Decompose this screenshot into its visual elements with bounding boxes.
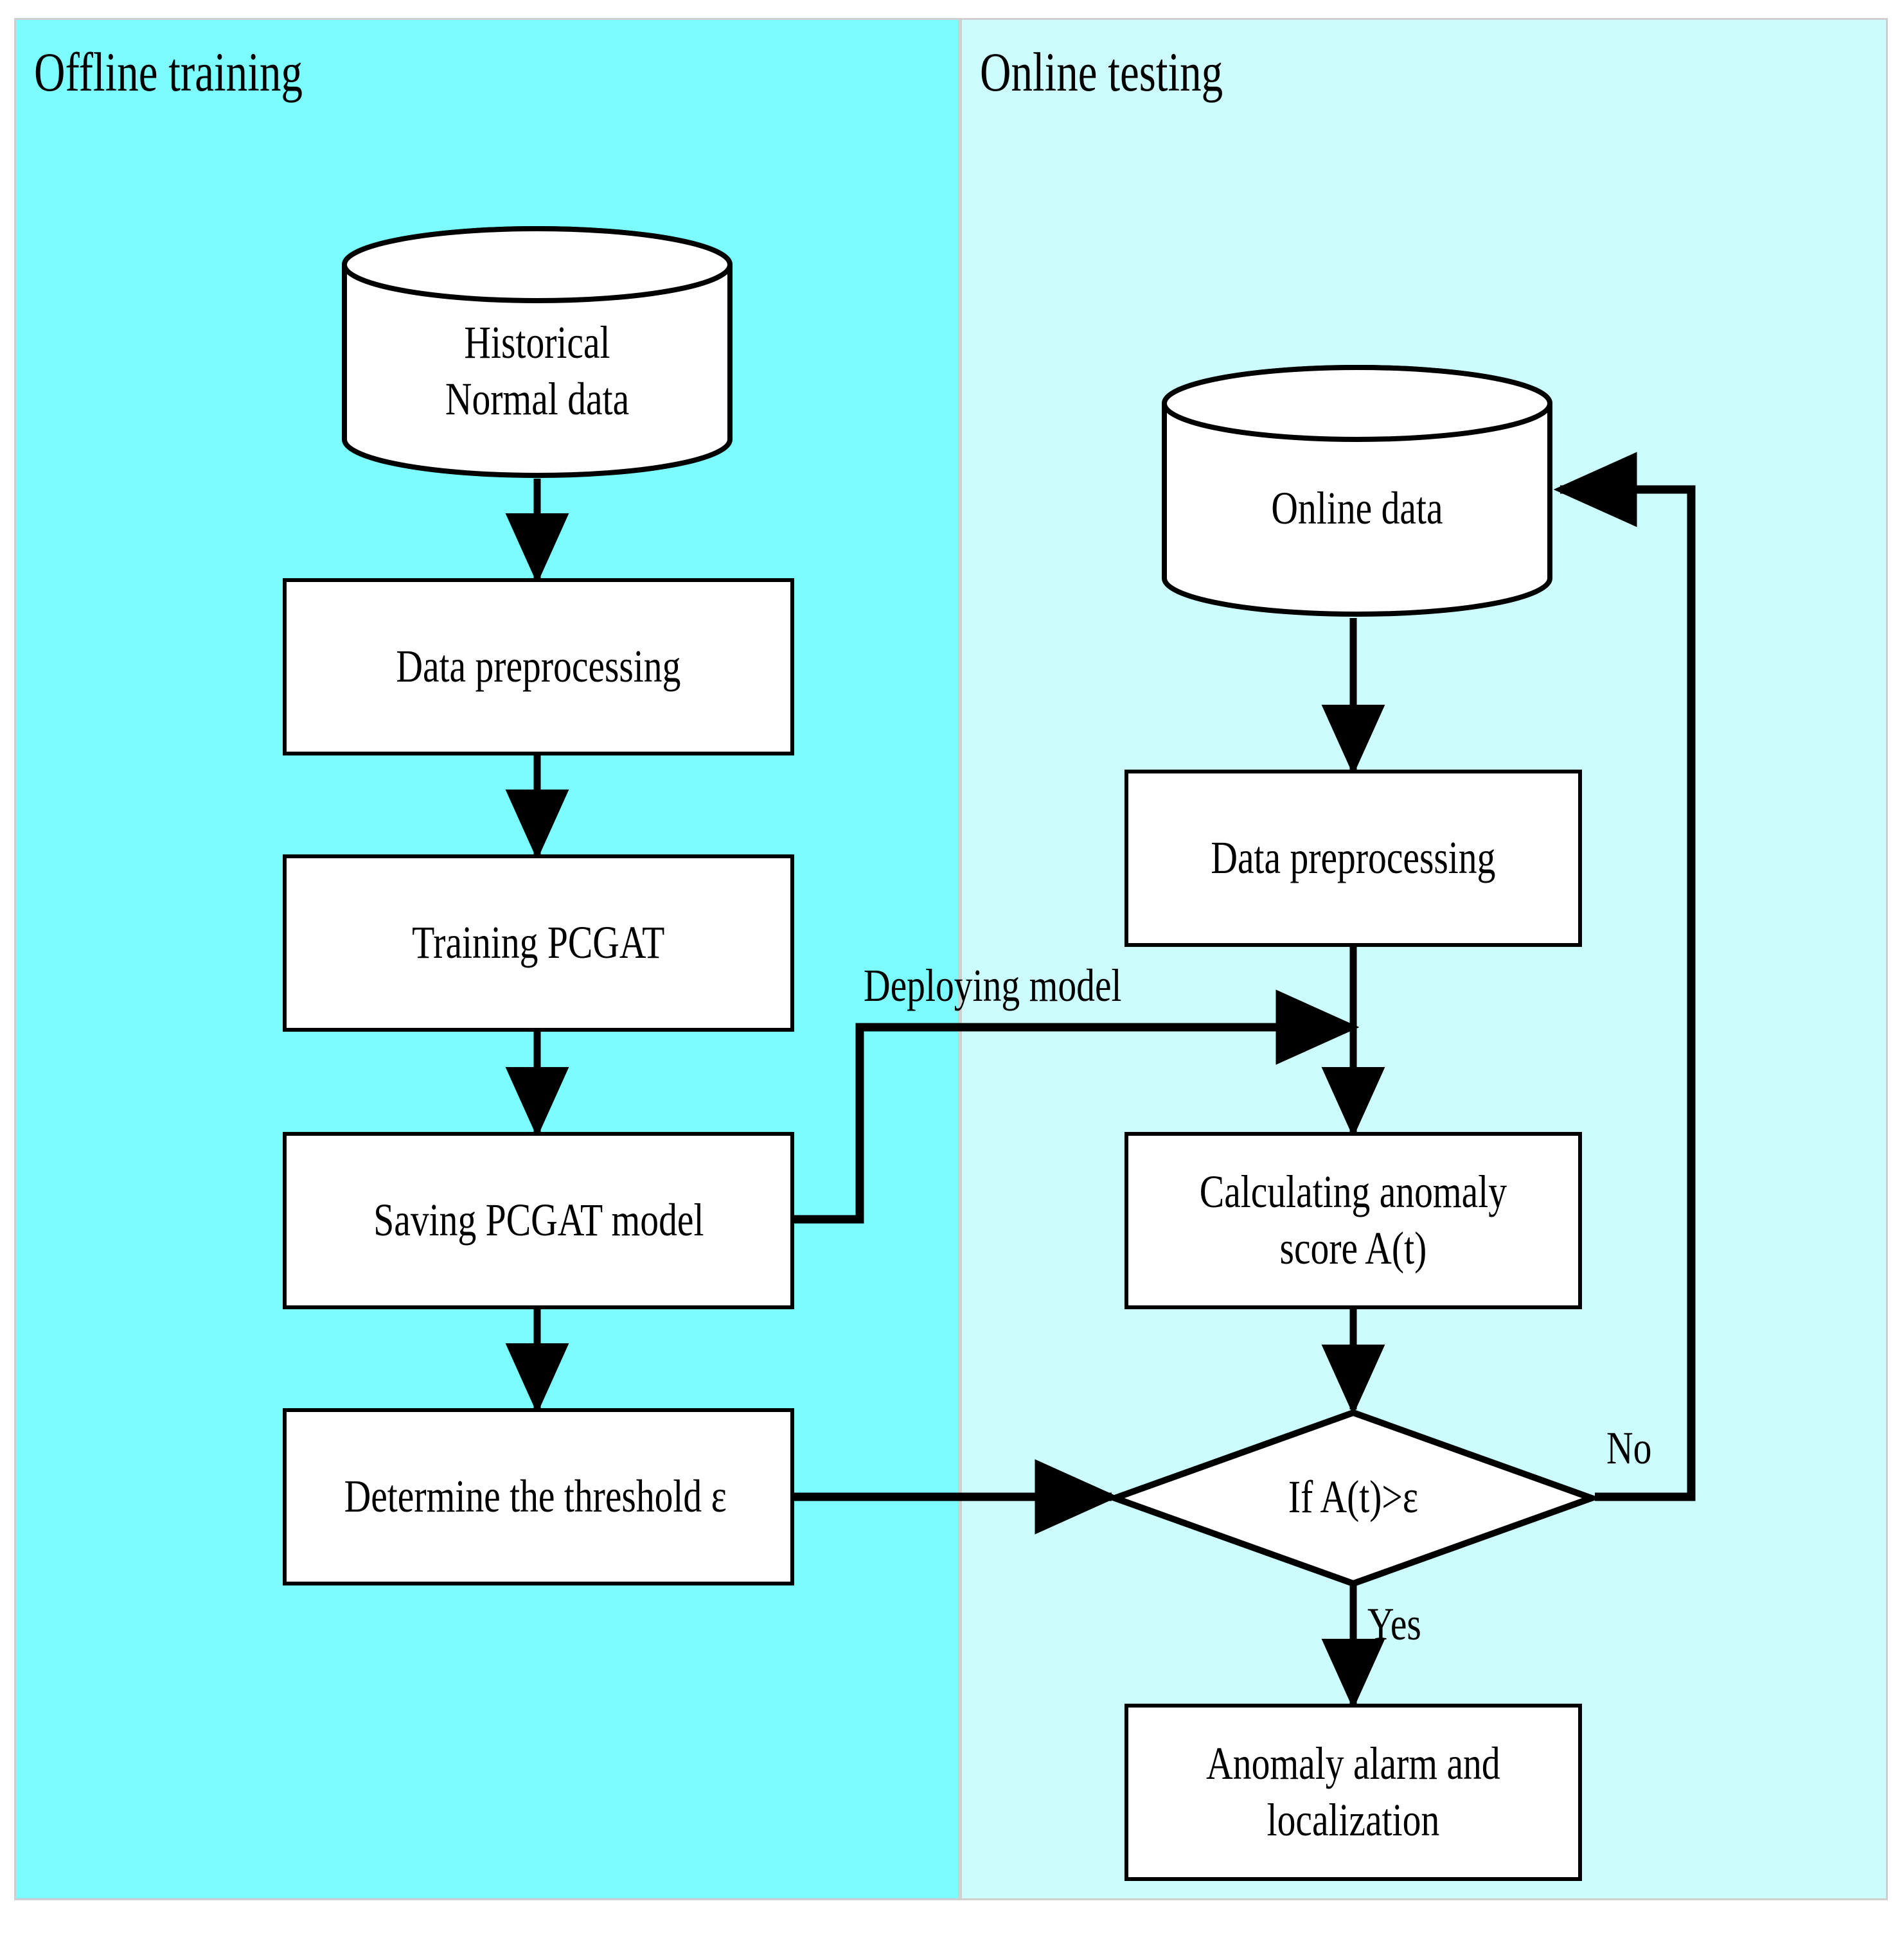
- node-online-data-preprocessing-label: Data preprocessing: [1211, 832, 1496, 884]
- datastore-online-data-label: Online data: [1271, 482, 1443, 534]
- node-calculating-anomaly-score[interactable]: Calculating anomaly score A(t): [1124, 1132, 1582, 1309]
- panel-online-testing: Online testing: [960, 18, 1888, 1900]
- datastore-historical-label: Historical Normal data: [445, 317, 630, 425]
- node-offline-data-preprocessing-label: Data preprocessing: [396, 640, 681, 693]
- panel-offline-title: Offline training: [34, 41, 303, 103]
- node-decision-if-anomaly[interactable]: If A(t)>ε: [1112, 1409, 1595, 1587]
- node-determine-threshold-label: Determine the threshold ε: [344, 1470, 727, 1523]
- datastore-online-data: Online data: [1160, 364, 1554, 618]
- node-determine-threshold[interactable]: Determine the threshold ε: [283, 1408, 794, 1585]
- datastore-historical-normal-data: Historical Normal data: [341, 225, 734, 479]
- node-calculating-anomaly-score-label: Calculating anomaly score A(t): [1199, 1166, 1507, 1274]
- node-training-pcgat[interactable]: Training PCGAT: [283, 854, 794, 1032]
- node-anomaly-alarm-localization[interactable]: Anomaly alarm and localization: [1124, 1704, 1582, 1881]
- node-anomaly-alarm-localization-label: Anomaly alarm and localization: [1206, 1738, 1500, 1846]
- edge-label-no: No: [1606, 1422, 1652, 1474]
- edge-label-yes: Yes: [1367, 1598, 1421, 1650]
- node-decision-label: If A(t)>ε: [1288, 1471, 1419, 1523]
- node-saving-pcgat-model-label: Saving PCGAT model: [373, 1194, 704, 1246]
- node-offline-data-preprocessing[interactable]: Data preprocessing: [283, 578, 794, 755]
- edge-label-deploying-model: Deploying model: [864, 960, 1122, 1011]
- panel-online-title: Online testing: [980, 41, 1223, 103]
- node-saving-pcgat-model[interactable]: Saving PCGAT model: [283, 1132, 794, 1309]
- node-training-pcgat-label: Training PCGAT: [412, 917, 665, 969]
- node-online-data-preprocessing[interactable]: Data preprocessing: [1124, 770, 1582, 947]
